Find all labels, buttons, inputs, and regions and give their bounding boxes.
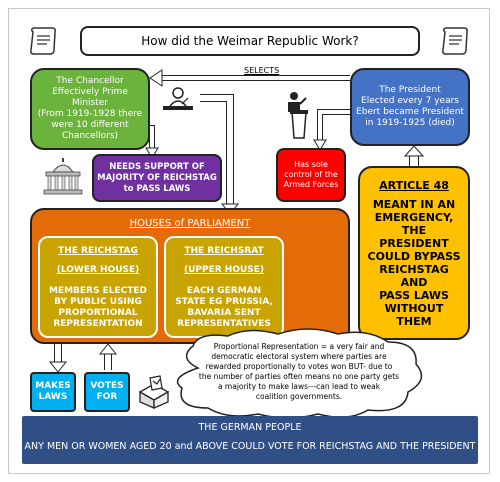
reichsrat-line: STATE EG PRUSSIA,	[175, 297, 273, 307]
votes-for-line: VOTES	[90, 381, 124, 391]
chancellor-line: were 10 different	[51, 120, 129, 130]
article-48-line: MEANT IN AN	[372, 197, 456, 211]
houses-title: HOUSES of PARLIAMENT	[129, 218, 251, 229]
votes-for-line: FOR	[96, 392, 118, 402]
note-line: democratic electoral system where partie…	[211, 352, 387, 361]
reichstag-name: THE REICHSTAG	[58, 246, 138, 256]
reichstag-building-icon	[40, 156, 86, 200]
note-line: rewarded proportionally to votes won BUT…	[205, 362, 393, 371]
selects-label: SELECTS	[244, 66, 280, 75]
needs-support-line: MAJORITY OF REICHSTAG	[97, 172, 217, 183]
armed-forces-line: control of the	[284, 170, 338, 179]
article-48-title: ARTICLE 48	[379, 178, 449, 192]
article-48-line: EMERGENCY, THE	[374, 210, 454, 237]
article-48-line: WITHOUT THEM	[384, 301, 444, 328]
german-people-box: THE GERMAN PEOPLE ANY MEN OR WOMEN AGED …	[22, 416, 478, 464]
reichstag-box: THE REICHSTAG (LOWER HOUSE) MEMBERS ELEC…	[38, 236, 158, 338]
reichstag-line: MEMBERS ELECTED	[48, 286, 147, 296]
president-box: The President Elected every 7 years Eber…	[350, 68, 470, 146]
person-at-desk-icon	[160, 86, 196, 122]
note-line: Proportional Representation = a very fai…	[213, 342, 385, 351]
chancellor-line: The Chancellor	[56, 76, 124, 86]
chancellor-line: Minister	[72, 98, 108, 108]
president-line: Elected every 7 years	[361, 96, 459, 106]
article-48-line: COULD BYPASS	[367, 249, 461, 263]
german-people-title: THE GERMAN PEOPLE	[198, 422, 302, 433]
houses-of-parliament-box: HOUSES of PARLIAMENT THE REICHSTAG (LOWE…	[30, 208, 350, 344]
armed-forces-line: Has sole	[294, 160, 328, 169]
reichsrat-sub: (UPPER HOUSE)	[183, 265, 265, 275]
chancellor-line: Effectively Prime	[52, 87, 128, 97]
chancellor-box: The Chancellor Effectively Prime Ministe…	[30, 68, 150, 150]
page-title: How did the Weimar Republic Work?	[80, 26, 420, 56]
german-people-desc: ANY MEN OR WOMEN AGED 20 and ABOVE COULD…	[24, 441, 476, 452]
note-line: the number of parties often means no one…	[198, 372, 400, 381]
president-line: in 1919-1925 (died)	[365, 118, 455, 128]
needs-support-line: to PASS LAWS	[123, 183, 191, 194]
speaker-at-podium-icon	[284, 90, 314, 144]
article-48-line: PRESIDENT	[379, 236, 449, 250]
reichsrat-line: EACH GERMAN	[186, 286, 262, 296]
chancellor-line: (From 1919-1928 there	[37, 109, 143, 119]
note-line: a majority to make laws---can lead to we…	[217, 382, 381, 391]
reichstag-line: BY PUBLIC USING	[54, 297, 142, 307]
reichsrat-name: THE REICHSRAT	[184, 246, 264, 256]
cloud-shape	[176, 328, 423, 419]
makes-laws-line: LAWS	[38, 392, 68, 402]
reichstag-line: PROPORTIONAL	[58, 308, 138, 318]
article-48-box: ARTICLE 48 MEANT IN AN EMERGENCY, THE PR…	[358, 166, 470, 340]
votes-for-box: VOTES FOR	[84, 372, 130, 412]
article-48-line: REICHSTAG AND	[379, 262, 449, 289]
reichsrat-box: THE REICHSRAT (UPPER HOUSE) EACH GERMAN …	[164, 236, 284, 338]
scroll-icon	[28, 26, 60, 60]
armed-forces-line: Armed Forces	[283, 180, 339, 189]
makes-laws-line: MAKES	[35, 381, 71, 391]
scroll-icon	[440, 26, 472, 60]
makes-laws-box: MAKES LAWS	[30, 372, 76, 412]
reichstag-sub: (LOWER HOUSE)	[56, 265, 140, 275]
proportional-note-text: Proportional Representation = a very fai…	[194, 342, 404, 402]
reichstag-line: REPRESENTATION	[53, 319, 143, 329]
proportional-note-cloud: Proportional Representation = a very fai…	[168, 328, 428, 420]
ballot-box-icon	[136, 374, 172, 414]
armed-forces-box: Has sole control of the Armed Forces	[276, 148, 346, 202]
reichsrat-line: BAVARIA SENT	[187, 308, 261, 318]
article-48-line: PASS LAWS	[379, 288, 449, 302]
note-line: coalition governments.	[255, 392, 343, 401]
needs-support-line: NEEDS SUPPORT OF	[109, 161, 205, 172]
chancellor-line: Chancellors)	[61, 131, 119, 141]
reichsrat-line: REPRESENTATIVES	[177, 319, 271, 329]
diagram-frame	[8, 8, 490, 474]
president-line: Ebert became President	[356, 107, 464, 117]
president-line: The President	[379, 85, 441, 95]
needs-support-box: NEEDS SUPPORT OF MAJORITY OF REICHSTAG t…	[92, 154, 222, 202]
